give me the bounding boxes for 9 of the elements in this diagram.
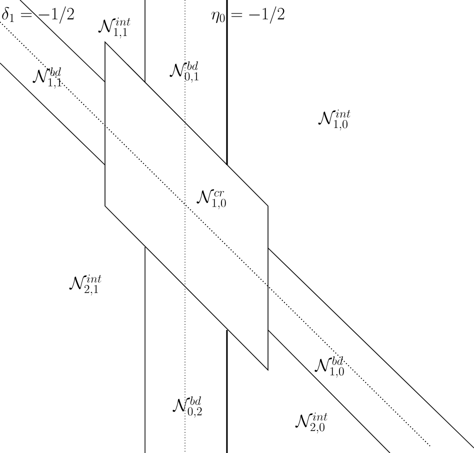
formula-label: $\mathcal{N}_{1,0}^{bd}$ (314, 356, 344, 378)
formula-label: $\mathcal{N}_{2,0}^{int}$ (295, 412, 328, 434)
formula-label: $\mathcal{N}_{1,1}^{int}$ (98, 18, 130, 38)
formula-label: $\mathcal{N}_{1,0}^{int}$ (318, 110, 350, 130)
formula-label: $\mathcal{N}_{0,2}^{bd}$ (172, 396, 202, 418)
formula-label: $\mathcal{N}_{1,1}^{bd}$ (32, 67, 62, 89)
formula-label: $\mathcal{N}_{1,0}^{cr}$ (196, 189, 226, 210)
formula-label: $\mathcal{N}_{2,1}^{int}$ (69, 274, 102, 296)
formula-label: $\mathcal{N}_{0,1}^{bd}$ (170, 61, 198, 83)
